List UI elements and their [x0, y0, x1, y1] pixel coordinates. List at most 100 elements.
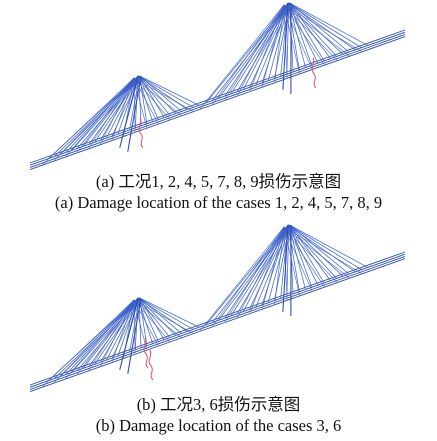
stay-cable	[212, 4, 285, 105]
stay-cable	[54, 299, 135, 383]
stay-cable	[283, 226, 350, 278]
stay-cable	[205, 2, 289, 103]
stay-cable	[106, 75, 140, 139]
tower-left	[119, 75, 142, 152]
stay-cable	[138, 75, 176, 114]
pylon-leg	[127, 297, 142, 374]
stay-cable	[274, 4, 285, 83]
stay-cable	[224, 4, 285, 100]
stay-cable	[267, 224, 290, 303]
tower-right-cables	[199, 224, 368, 331]
stay-cable	[283, 226, 313, 292]
bridge-model-diagram	[29, 224, 406, 392]
stay-cable	[283, 4, 362, 52]
deck-line	[29, 36, 406, 170]
stay-cable	[274, 226, 285, 305]
tower-left	[119, 297, 142, 374]
tower-left-cables	[42, 75, 199, 165]
stay-cable	[138, 75, 194, 108]
pylon-leg	[119, 75, 139, 148]
caption-english: (a) Damage location of the cases 1, 2, 4…	[54, 193, 383, 212]
pylon-leg	[127, 75, 142, 152]
stay-cable	[133, 77, 182, 116]
stay-cable	[283, 4, 350, 56]
stay-cable	[133, 77, 147, 128]
pylon-leg	[282, 2, 289, 90]
deck-girder	[29, 29, 406, 170]
stay-cable	[283, 4, 313, 70]
stay-cable	[60, 75, 140, 155]
stay-cable	[261, 226, 285, 309]
stay-cable	[133, 77, 193, 112]
stay-cable	[230, 2, 290, 94]
stay-cable	[60, 297, 140, 377]
stay-cable	[133, 299, 147, 350]
deck-line	[29, 29, 406, 164]
stay-cable	[287, 2, 337, 57]
stay-cable	[287, 224, 356, 273]
pylon-leg	[119, 297, 139, 370]
stay-cable	[261, 2, 289, 83]
stay-cable	[267, 2, 290, 81]
stay-cable	[283, 226, 337, 283]
stay-cable	[42, 299, 135, 387]
stay-cable	[283, 4, 300, 74]
stay-cable	[100, 297, 139, 363]
stay-cable	[249, 226, 285, 314]
stay-cable	[288, 224, 325, 283]
stay-cable	[138, 297, 159, 342]
stay-cable	[288, 2, 325, 61]
panel-a: (a) 工况1, 2, 4, 5, 7, 8, 9损伤示意图 (a) Damag…	[0, 0, 437, 220]
stay-cable	[117, 75, 139, 134]
stay-cable	[77, 299, 135, 375]
stay-cable	[138, 75, 159, 120]
pylon-leg	[282, 224, 289, 312]
tower-left-cables	[42, 297, 199, 387]
bridge-model-diagram	[29, 2, 406, 170]
stay-cable	[199, 226, 285, 331]
stay-cable	[88, 299, 135, 371]
stay-cable	[249, 4, 285, 92]
stay-cable	[283, 226, 300, 296]
damage-marker	[311, 57, 317, 89]
caption-english: (b) Damage location of the cases 3, 6	[95, 416, 342, 435]
damage-marker	[148, 349, 154, 381]
stay-cable	[205, 224, 289, 325]
stay-cable	[283, 4, 337, 61]
stay-cable	[287, 224, 337, 279]
stay-cable	[65, 299, 135, 379]
deck-line	[29, 33, 406, 168]
stay-cable	[224, 226, 285, 322]
deck-girder	[29, 251, 406, 392]
stay-cable	[139, 75, 199, 106]
stay-cable	[289, 224, 368, 268]
stay-cable	[117, 297, 139, 356]
stay-cable	[218, 224, 290, 321]
stay-cable	[261, 4, 285, 87]
stay-cable	[287, 2, 356, 51]
stay-cable	[133, 299, 159, 346]
stay-cable	[133, 77, 159, 124]
stay-cable	[138, 297, 194, 330]
stay-cable	[106, 297, 140, 361]
stay-cable	[100, 75, 139, 141]
stay-cable	[77, 77, 135, 153]
stay-cable	[283, 226, 362, 274]
deck-line	[29, 258, 406, 392]
stay-cable	[111, 299, 135, 362]
stay-cable	[54, 77, 135, 161]
stay-cable	[88, 77, 135, 149]
stay-cable	[288, 224, 343, 277]
stay-cable	[199, 4, 285, 109]
stay-cable	[111, 77, 135, 140]
stay-cable	[261, 224, 289, 305]
stay-cable	[288, 2, 362, 48]
stay-cable	[100, 77, 135, 145]
stay-cable	[289, 2, 368, 46]
damage-marker	[143, 337, 149, 369]
stay-cable	[288, 224, 362, 270]
deck-line	[29, 253, 406, 388]
stay-cable	[137, 75, 171, 116]
stay-cable	[138, 297, 176, 336]
stay-cable	[237, 4, 285, 96]
